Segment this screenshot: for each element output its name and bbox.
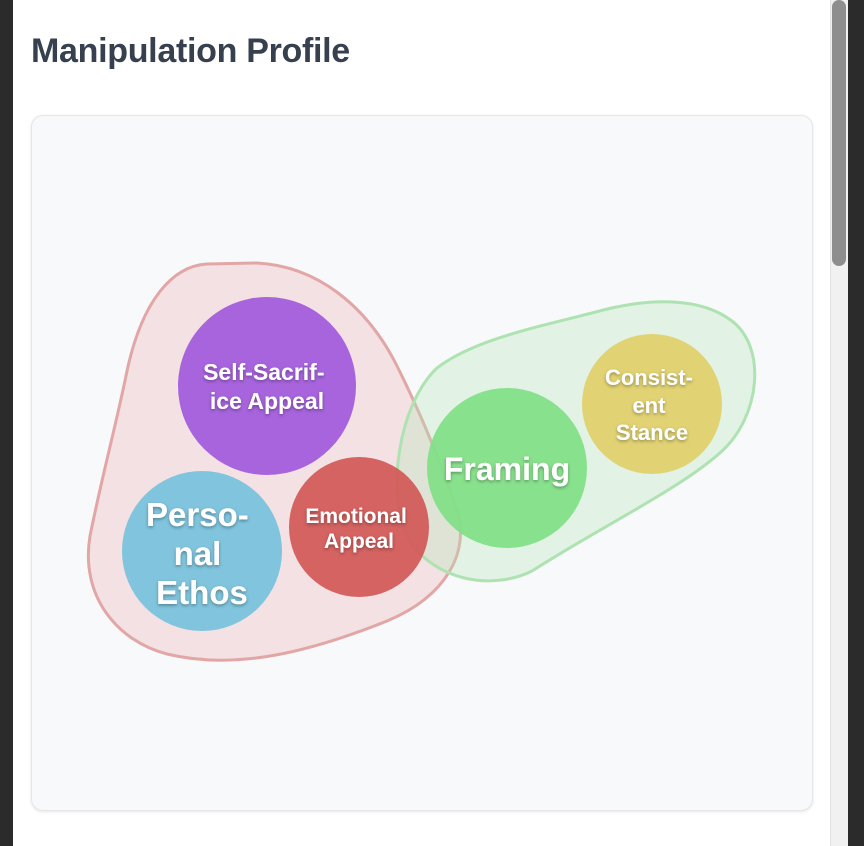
bubble-framing[interactable] xyxy=(427,388,587,548)
bubble-chart: Self-Sacrif- ice Appeal Perso- nal Ethos… xyxy=(86,261,757,662)
bubble-emotional-appeal[interactable] xyxy=(289,457,429,597)
bubble-personal-ethos[interactable] xyxy=(122,471,282,631)
window-edge xyxy=(848,0,864,846)
bubble-self-sacrifice-appeal[interactable] xyxy=(178,297,356,475)
label-personal-ethos: Perso- nal Ethos xyxy=(146,496,258,611)
bubble-chart-card: Self-Sacrif- ice Appeal Perso- nal Ethos… xyxy=(31,115,813,811)
label-self-sacrifice-appeal: Self-Sacrif- ice Appeal xyxy=(203,359,331,414)
content-panel: Manipulation Profile Self-Sacrif- ice Ap… xyxy=(13,0,830,846)
label-consistent-stance: Consist- ent Stance xyxy=(605,365,699,445)
page-title: Manipulation Profile xyxy=(31,32,350,70)
label-emotional-appeal: Emotional Appeal xyxy=(305,505,412,553)
scrollbar-thumb[interactable] xyxy=(832,0,846,266)
bubble-consistent-stance[interactable] xyxy=(582,334,722,474)
label-framing: Framing xyxy=(444,451,570,487)
